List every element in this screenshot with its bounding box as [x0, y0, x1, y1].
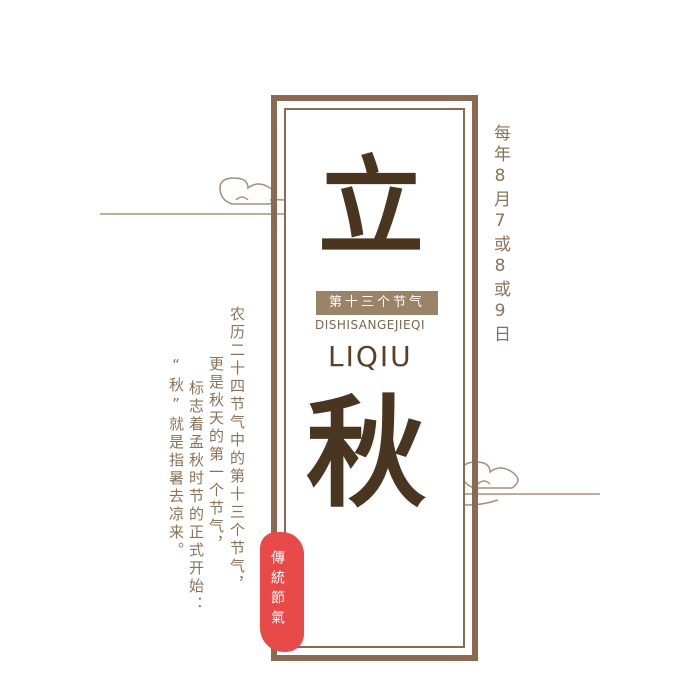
pinyin-text: DISHISANGEJIEQI — [315, 318, 426, 332]
description-col-4: “秋”就是指暑去凉来。 — [167, 356, 185, 560]
seal-text: 傳統節氣 — [269, 550, 285, 630]
description-col-1: 农历二十四节气中的第十三个节气， — [228, 306, 246, 594]
title-char-li: 立 — [318, 144, 424, 269]
title-char-qiu: 秋 — [306, 383, 426, 524]
solar-term-badge: 第十三个节气 — [316, 291, 438, 315]
romanized-title: LIQIU — [328, 340, 413, 373]
date-text: 每年8月7或8或9日 — [490, 124, 510, 346]
outer-frame — [271, 95, 478, 661]
red-seal-stamp — [260, 532, 304, 652]
description-col-3: 标志着孟秋时节的正式开始： — [187, 380, 205, 614]
description-col-2: 更是秋天的第一个节气， — [207, 356, 225, 554]
inner-frame — [284, 108, 465, 648]
